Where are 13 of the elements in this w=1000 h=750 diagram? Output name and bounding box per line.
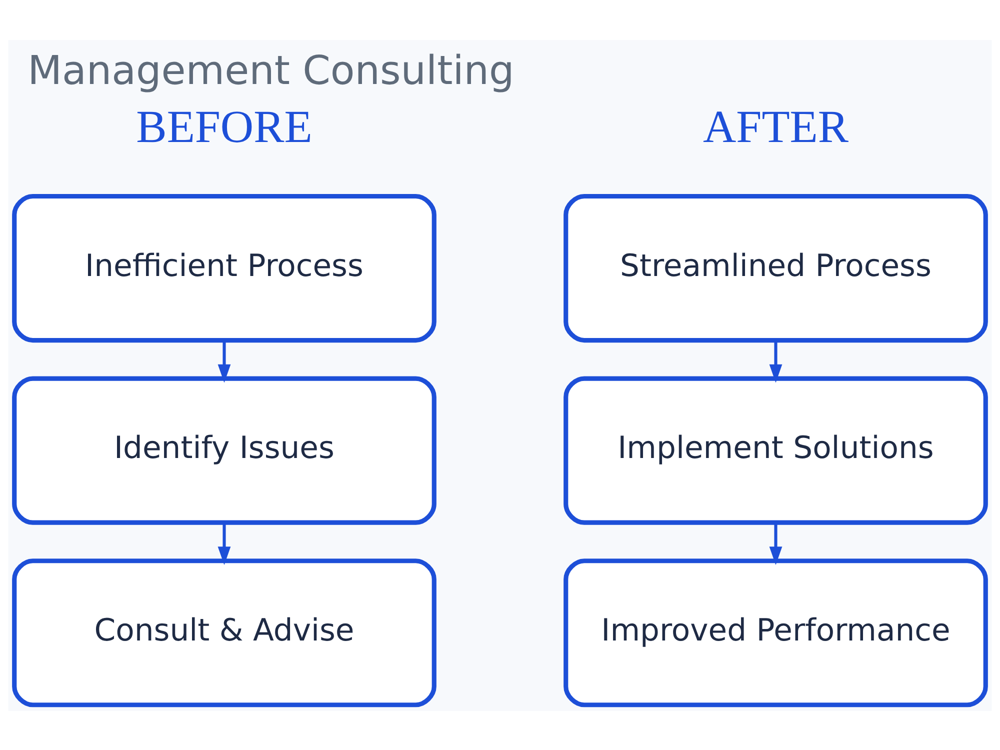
node-box: Improved Performance bbox=[564, 558, 988, 707]
node-box: Identify Issues bbox=[12, 376, 436, 524]
diagram-title: Management Consulting bbox=[28, 48, 514, 94]
label: AFTER bbox=[703, 100, 848, 152]
node-box: Streamlined Process bbox=[564, 193, 988, 342]
arrow bbox=[218, 340, 231, 382]
node-box: Inefficient Process bbox=[12, 193, 436, 342]
node-box: Implement Solutions bbox=[564, 376, 988, 524]
arrow bbox=[769, 522, 782, 565]
arrow bbox=[769, 340, 782, 382]
label: BEFORE bbox=[136, 100, 312, 152]
node-box: Consult & Advise bbox=[12, 558, 436, 707]
arrow bbox=[218, 522, 231, 565]
